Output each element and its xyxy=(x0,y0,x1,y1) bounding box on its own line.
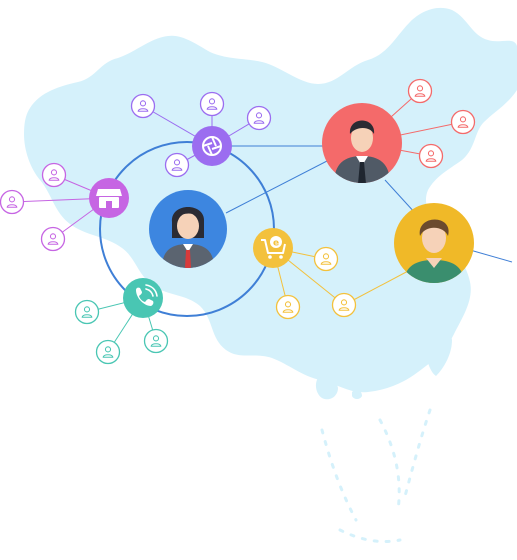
contact-node-magenta xyxy=(0,189,25,215)
shop-hub-node xyxy=(89,178,129,218)
phone-hub-node xyxy=(123,278,163,318)
contact-node-teal xyxy=(143,328,169,354)
contact-node-yellow xyxy=(275,294,301,320)
contact-node-red xyxy=(418,143,444,169)
contact-node-red xyxy=(450,109,476,135)
contact-node-teal xyxy=(74,299,100,325)
contact-node-purple xyxy=(130,93,156,119)
ecommerce-cart-icon: e xyxy=(261,236,286,259)
ecommerce-e-glyph: e xyxy=(273,239,279,249)
contact-node-yellow xyxy=(313,246,339,272)
contact-node-magenta xyxy=(41,162,67,188)
camera-shutter-icon xyxy=(202,136,222,156)
contact-nodes xyxy=(0,78,476,365)
contact-node-purple xyxy=(164,152,190,178)
contact-node-yellow xyxy=(331,292,357,318)
contact-node-purple xyxy=(246,105,272,131)
storefront-icon xyxy=(96,189,122,208)
right-young-man-avatar xyxy=(394,203,474,283)
businessman-avatar-icon xyxy=(334,120,390,183)
young-man-avatar-icon xyxy=(404,219,464,283)
ecommerce-hub-node: e xyxy=(253,228,293,268)
contact-node-magenta xyxy=(40,226,66,252)
contact-node-red xyxy=(407,78,433,104)
businesswoman-avatar-icon xyxy=(162,207,214,268)
phone-icon xyxy=(136,284,158,306)
contact-node-purple xyxy=(199,91,225,117)
camera-hub-node xyxy=(192,126,232,166)
center-woman-avatar xyxy=(149,190,227,268)
contact-node-teal xyxy=(95,339,121,365)
top-right-businessman-avatar xyxy=(322,103,402,183)
